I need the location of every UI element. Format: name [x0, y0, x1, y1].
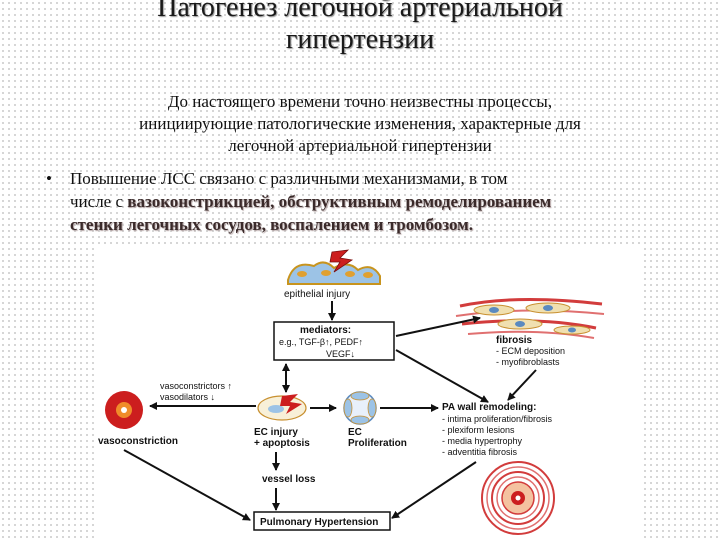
- bullet-line-2-prefix: числе с: [70, 192, 128, 211]
- vasodilators-label: vasodilators ↓: [160, 392, 215, 402]
- ec-injury-cell-illustration: [257, 394, 307, 421]
- bullet-highlight-1: вазоконстрикцией, обструктивным ремодели…: [127, 192, 552, 211]
- fibrosis-item-1: - ECM deposition: [496, 346, 565, 356]
- ec-proliferation-line-2: Proliferation: [348, 438, 407, 449]
- ec-proliferation-line-1: EC: [348, 427, 362, 438]
- bullet-line-1: Повышение ЛСС связано с различными механ…: [70, 169, 508, 188]
- ec-injury-line-2: + apoptosis: [254, 438, 310, 449]
- ec-proliferation-illustration: [343, 391, 377, 425]
- bullet-marker: •: [46, 169, 52, 188]
- fibrosis-title: fibrosis: [496, 335, 533, 346]
- mediators-line-2: VEGF↓: [326, 349, 355, 359]
- fibroblasts-illustration: [455, 297, 605, 339]
- intro-paragraph: До настоящего времени точно неизвестны п…: [40, 91, 680, 157]
- bullet-text: Повышение ЛСС связано с различными механ…: [70, 167, 690, 236]
- fibrosis-item-2: - myofibroblasts: [496, 357, 560, 367]
- pa-wall-item-3: - media hypertrophy: [442, 436, 523, 446]
- epithelial-cells-illustration: [287, 249, 381, 285]
- vasoconstriction-label: vasoconstriction: [98, 436, 178, 447]
- intro-line-2: инициирующие патологические изменения, х…: [139, 114, 581, 133]
- bullet-line-2: числе с вазоконстрикцией, обструктивным …: [70, 190, 690, 213]
- mediators-title: mediators:: [300, 325, 351, 336]
- pa-wall-title: PA wall remodeling:: [442, 402, 536, 413]
- pa-wall-item-4: - adventitia fibrosis: [442, 447, 518, 457]
- mediators-line-1: e.g., TGF-β↑, PEDF↑: [279, 337, 363, 347]
- pathogenesis-diagram: epithelial injury mediators: e.g., TGF-β…: [96, 246, 644, 540]
- mediators-box: [273, 321, 395, 361]
- pa-wall-item-1: - intima proliferation/fibrosis: [442, 414, 553, 424]
- ec-injury-line-1: EC injury: [254, 427, 298, 438]
- vessel-loss-label: vessel loss: [262, 474, 316, 485]
- title-line-2: гипертензии: [285, 24, 435, 55]
- pulmonary-hypertension-box: [253, 511, 391, 531]
- pa-wall-item-2: - plexiform lesions: [442, 425, 515, 435]
- intro-line-1: До настоящего времени точно неизвестны п…: [167, 92, 553, 111]
- title-line-1: Патогенез легочной артериальной: [157, 0, 563, 23]
- epithelial-injury-label: epithelial injury: [284, 289, 350, 300]
- constricted-vessel-illustration: [105, 391, 143, 429]
- slide-title: Патогенез легочной артериальной гипертен…: [0, 0, 720, 56]
- remodeled-vessel-illustration: [481, 461, 555, 535]
- vasoconstrictors-label: vasoconstrictors ↑: [160, 381, 232, 391]
- intro-line-3: легочной артериальной гипертензии: [228, 136, 492, 155]
- pulmonary-hypertension-label: Pulmonary Hypertension: [260, 517, 378, 528]
- bullet-highlight-2: стенки легочных сосудов, воспалением и т…: [70, 215, 474, 234]
